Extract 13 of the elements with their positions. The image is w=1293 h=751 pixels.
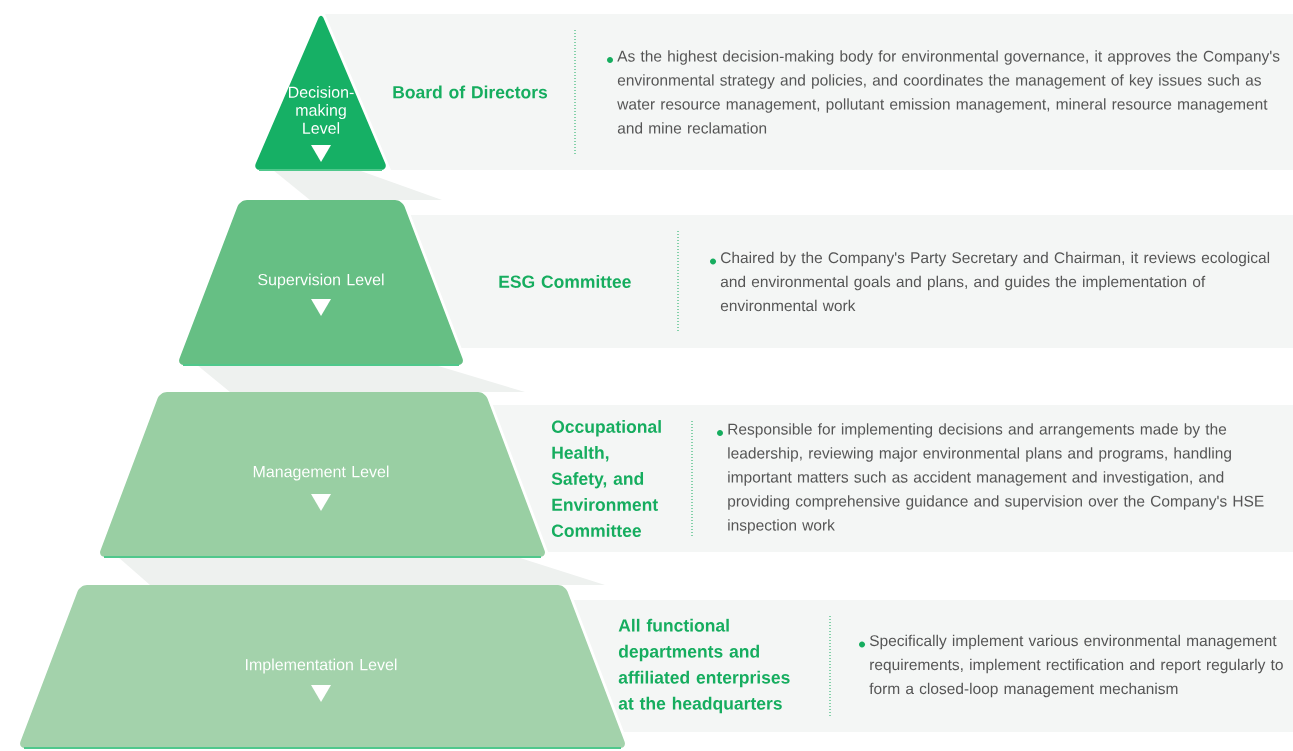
pyramid-tier: Management Level [100,392,545,558]
info-panel [573,600,1293,732]
committee-name: Board of Directors [393,85,548,99]
description-text: Specifically implement various environmental management requirements, implement rectification and report regularly to form a closed-loop management mechanism [869,634,1283,698]
pyramid-tier: Supervision Level [179,200,463,366]
description-text: Chaired by the Company's Party Secretary and Chairman, it reviews ecological and environmental goals and plans, and guides the implementation of environmental work [720,251,1270,312]
description-text: As the highest decision-making body for environmental governance, it approves the Company's environmental strategy and policies, and coordinates the management of key issues such as water resource management, pollutant emission management, mineral resource management and mine reclamation [617,50,1280,134]
info-panel [492,405,1293,552]
committee-name: ESG Committee [499,275,631,288]
pyramid-tier: Decision-making Level [255,15,386,171]
committee-name: Occupational Health, Safety, and Environment Committee [551,420,661,537]
description-text: Responsible for implementing decisions and arrangements made by the leadership, reviewing major environmental plans and programs, handling important matters such as accident management and investigation, and providing comprehensive guidance and supervision over the Company's HSE inspection work [728,423,1264,534]
info-panel [410,215,1293,348]
